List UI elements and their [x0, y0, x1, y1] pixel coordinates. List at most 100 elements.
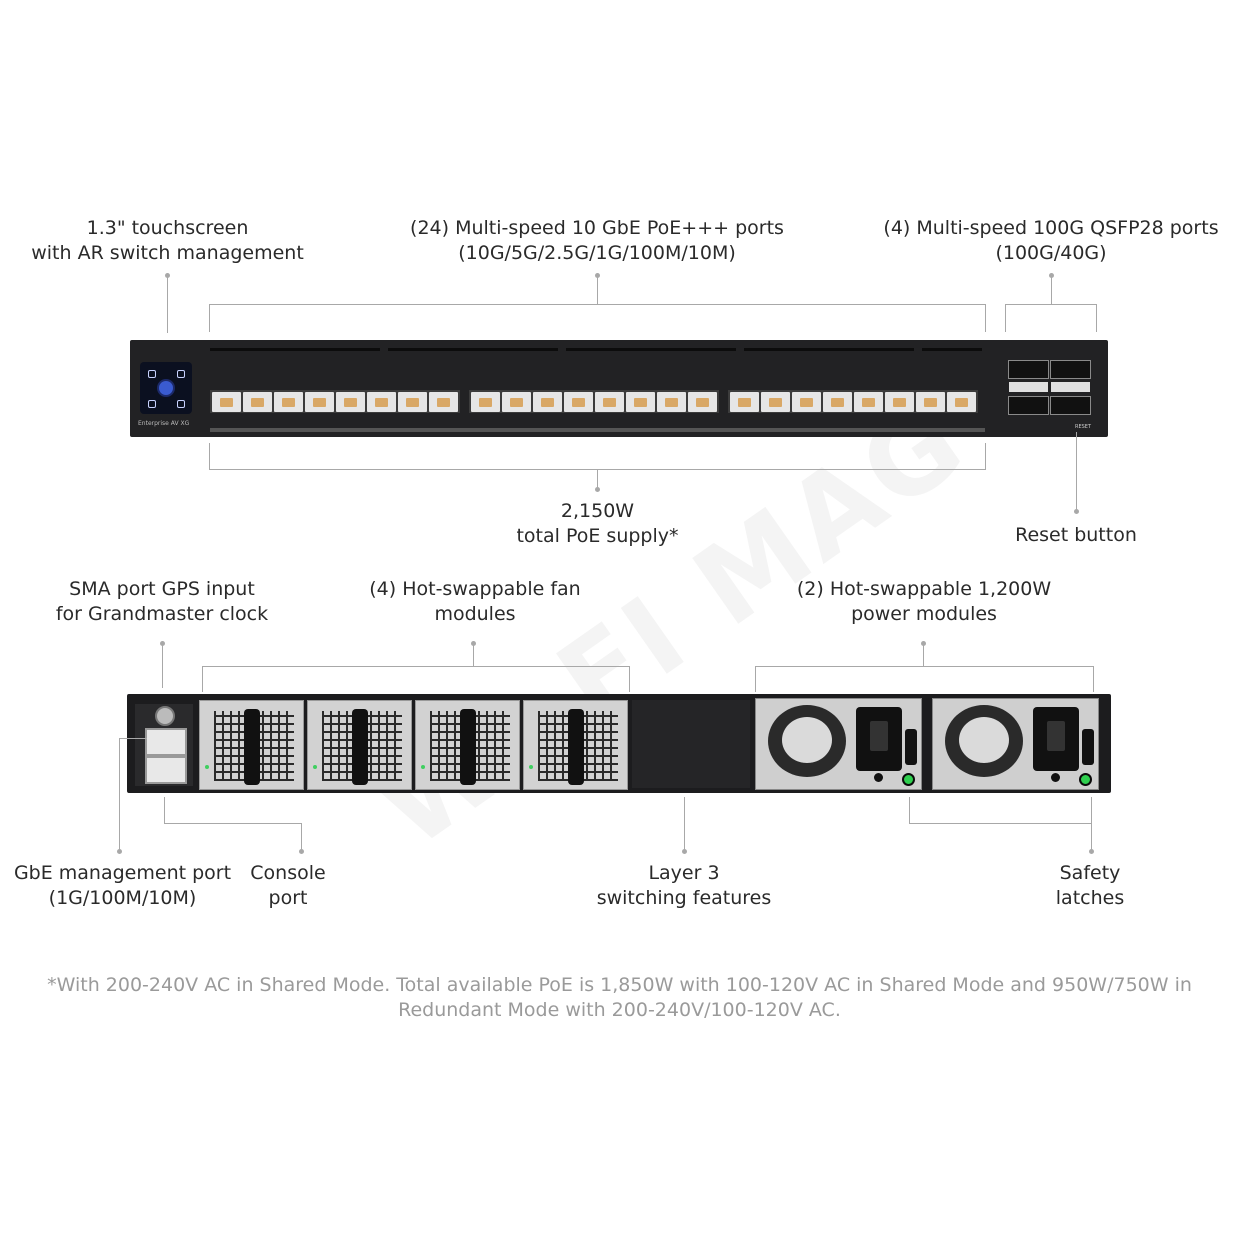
port-label-strip	[210, 428, 985, 432]
rj45-port[interactable]	[730, 391, 759, 412]
rj45-port[interactable]	[626, 391, 655, 412]
rj45-port[interactable]	[305, 391, 334, 412]
rj45-port[interactable]	[336, 391, 365, 412]
rj45-port[interactable]	[688, 391, 717, 412]
ac-inlet[interactable]	[856, 707, 902, 771]
power-dot	[921, 641, 926, 646]
rj45-port[interactable]	[471, 391, 500, 412]
rj45-ports-label: (24) Multi-speed 10 GbE PoE+++ ports (10…	[410, 217, 784, 264]
rj45-port[interactable]	[916, 391, 945, 412]
layer3-dot	[682, 849, 687, 854]
rj45-port[interactable]	[243, 391, 272, 412]
power-bracket	[755, 666, 1094, 667]
reset-text: RESET	[1075, 424, 1092, 430]
qsfp-bracket-left	[1005, 304, 1006, 332]
sma-gps-port[interactable]	[155, 706, 175, 726]
power-module[interactable]	[932, 698, 1099, 790]
fan-modules-label: (4) Hot-swappable fan modules	[369, 578, 581, 625]
console-callout-v1	[164, 797, 165, 823]
rj45-port[interactable]	[761, 391, 790, 412]
rj45-port[interactable]	[564, 391, 593, 412]
safety-latch[interactable]	[905, 729, 917, 765]
power-modules-label: (2) Hot-swappable 1,200W power modules	[796, 578, 1052, 625]
rj45-bracket-left	[209, 304, 210, 332]
rj45-dot	[595, 273, 600, 278]
rj45-port[interactable]	[367, 391, 396, 412]
qsfp-ports-label: (4) Multi-speed 100G QSFP28 ports (100G/…	[883, 217, 1219, 264]
rj45-callout-bracket	[209, 304, 986, 305]
touchscreen-display[interactable]	[140, 362, 192, 414]
poe-supply-label: 2,150W total PoE supply*	[516, 500, 679, 547]
gbe-callout-v	[119, 738, 120, 850]
rj45-port[interactable]	[429, 391, 458, 412]
qsfp28-port[interactable]	[1008, 360, 1049, 379]
fan-module[interactable]	[199, 700, 304, 790]
layer3-label: Layer 3 switching features	[596, 862, 772, 909]
fan-handle[interactable]	[460, 709, 476, 785]
reset-dot	[1074, 509, 1079, 514]
rj45-port[interactable]	[657, 391, 686, 412]
power-bracket-left	[755, 666, 756, 692]
safety-bracket	[909, 823, 1092, 824]
fan-module[interactable]	[523, 700, 628, 790]
lock-icon	[177, 370, 185, 378]
touchscreen-callout	[167, 276, 168, 333]
console-port-label: Console port	[250, 862, 326, 909]
footnote: *With 200-240V AC in Shared Mode. Total …	[47, 974, 1192, 1021]
console-dot	[299, 849, 304, 854]
qsfp-callout-bracket	[1005, 304, 1097, 305]
info-icon	[148, 400, 156, 408]
safety-bracket-right	[1091, 797, 1092, 850]
rj45-port[interactable]	[792, 391, 821, 412]
psu-screw	[1051, 773, 1060, 782]
brand-label: Enterprise AV XG	[138, 420, 190, 427]
sma-callout	[162, 644, 163, 688]
touch-center-icon	[159, 381, 173, 395]
power-bracket-right	[1093, 666, 1094, 692]
psu-fan	[945, 705, 1023, 777]
power-module[interactable]	[755, 698, 922, 790]
rj45-port[interactable]	[885, 391, 914, 412]
sma-dot	[160, 641, 165, 646]
qsfp28-port[interactable]	[1008, 396, 1049, 415]
fan-handle[interactable]	[244, 709, 260, 785]
rj45-port[interactable]	[274, 391, 303, 412]
qsfp28-port[interactable]	[1050, 360, 1091, 379]
rj45-port[interactable]	[212, 391, 241, 412]
management-port-block	[135, 704, 193, 786]
rj45-port[interactable]	[854, 391, 883, 412]
vent-strip	[922, 348, 982, 351]
qsfp28-port[interactable]	[1050, 396, 1091, 415]
vent-strip	[566, 348, 736, 351]
gbe-management-port[interactable]	[145, 728, 187, 756]
fan-handle[interactable]	[568, 709, 584, 785]
rj45-port[interactable]	[398, 391, 427, 412]
fans-bracket	[202, 666, 630, 667]
fan-handle[interactable]	[352, 709, 368, 785]
gbe-callout-h	[119, 738, 147, 739]
sma-port-label: SMA port GPS input for Grandmaster clock	[55, 578, 269, 625]
rj45-port[interactable]	[947, 391, 976, 412]
blank-panel	[632, 700, 750, 788]
qsfp-bracket-right	[1096, 304, 1097, 332]
ac-inlet[interactable]	[1033, 707, 1079, 771]
fans-bracket-right	[629, 666, 630, 692]
rj45-port[interactable]	[533, 391, 562, 412]
rj45-port[interactable]	[823, 391, 852, 412]
qsfp-callout-stem	[1051, 276, 1052, 304]
gbe-management-label: GbE management port (1G/100M/10M)	[13, 862, 232, 909]
poe-dot	[595, 487, 600, 492]
fan-status-led	[205, 765, 209, 769]
vent-strip	[744, 348, 914, 351]
switch-rear-panel	[127, 694, 1111, 793]
psu-status-led	[902, 773, 915, 786]
fan-module[interactable]	[415, 700, 520, 790]
rj45-port[interactable]	[595, 391, 624, 412]
fan-module[interactable]	[307, 700, 412, 790]
console-callout-v2	[301, 823, 302, 850]
vent-strip	[210, 348, 380, 351]
rj45-callout-stem	[597, 276, 598, 304]
safety-latch[interactable]	[1082, 729, 1094, 765]
console-port[interactable]	[145, 756, 187, 784]
rj45-port[interactable]	[502, 391, 531, 412]
